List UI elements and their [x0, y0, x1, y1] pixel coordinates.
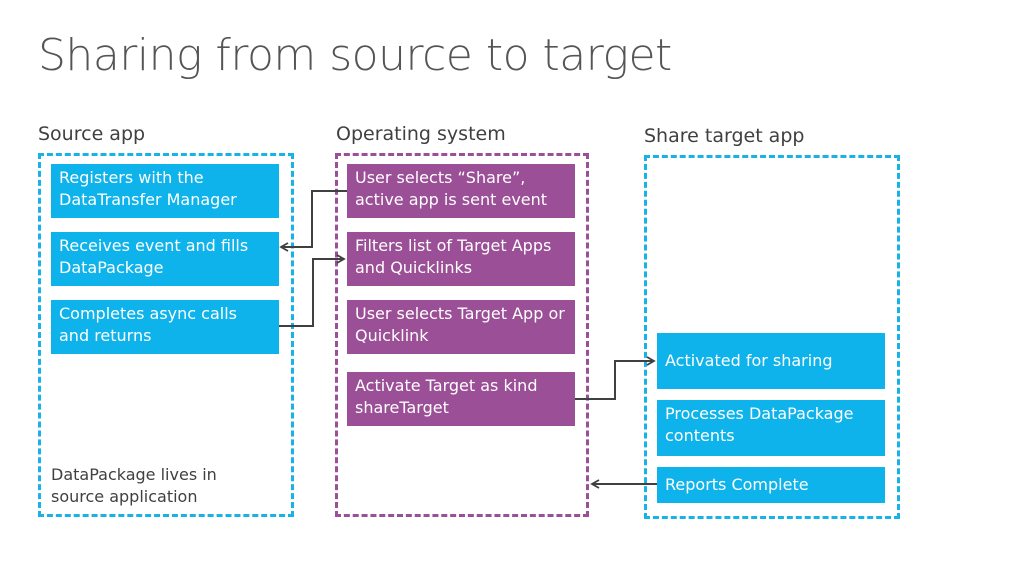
slide-title: Sharing from source to target [38, 30, 672, 81]
target-step-report-complete-text: Reports Complete [665, 475, 809, 494]
source-step-register: Registers with the DataTransfer Manager [51, 164, 279, 218]
target-step-activated: Activated for sharing [657, 333, 885, 389]
operating-system-label: Operating system [336, 123, 506, 145]
source-step-fill-datapackage: Receives event and fills DataPackage [51, 232, 279, 286]
arrow-os-event-to-source [279, 190, 347, 252]
os-step-filter-targets: Filters list of Target Apps and Quicklin… [347, 232, 575, 286]
os-step-activate-target: Activate Target as kind shareTarget [347, 372, 575, 426]
os-step-user-selects-target: User selects Target App or Quicklink [347, 300, 575, 354]
os-step-user-selects-share: User selects “Share”, active app is sent… [347, 164, 575, 218]
source-note: DataPackage lives in source application [51, 465, 217, 506]
target-step-process-datapackage: Processes DataPackage contents [657, 400, 885, 456]
source-step-complete-async: Completes async calls and returns [51, 300, 279, 354]
target-step-activated-text: Activated for sharing [665, 351, 833, 370]
source-app-label: Source app [38, 123, 146, 145]
arrow-source-complete-to-os [279, 254, 346, 327]
share-target-app-label: Share target app [644, 125, 805, 147]
target-step-report-complete: Reports Complete [657, 467, 885, 503]
arrow-os-activate-to-target [575, 356, 656, 400]
